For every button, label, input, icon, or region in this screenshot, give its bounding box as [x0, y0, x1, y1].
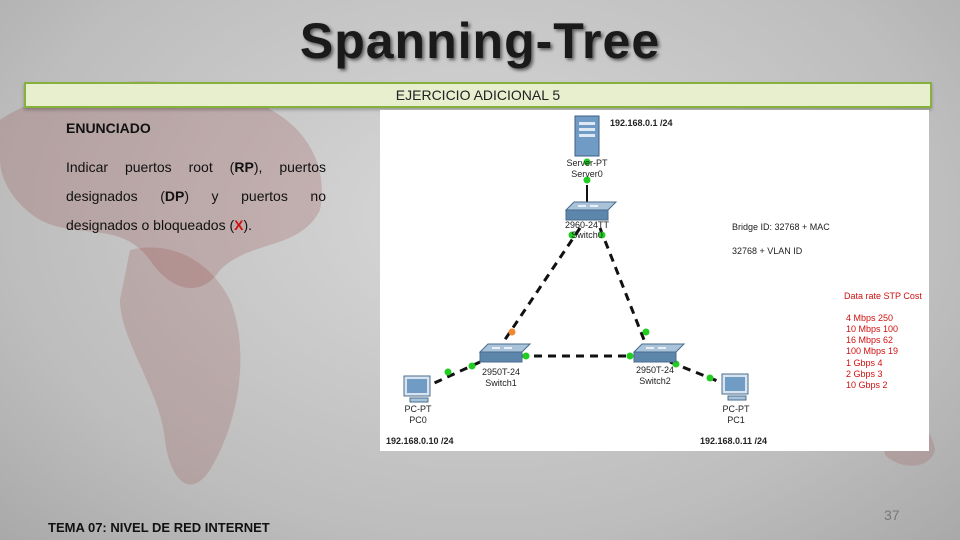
switch1-icon[interactable]	[478, 343, 532, 363]
link-light	[522, 352, 530, 360]
link-switch1-pc0	[429, 360, 481, 387]
link-light	[444, 368, 452, 376]
statement-text: Indicar puertos root (RP), puertos desig…	[66, 153, 326, 240]
pc1-ip: 192.168.0.11 /24	[700, 436, 767, 446]
link-light	[706, 374, 714, 382]
pc0-ip: 192.168.0.10 /24	[386, 436, 454, 446]
pc1-icon[interactable]	[721, 373, 749, 401]
blocked-port-abbrev: X	[234, 217, 244, 233]
cost-row: 100 Mbps 19	[846, 346, 898, 356]
exercise-banner: EJERCICIO ADICIONAL 5	[24, 82, 932, 108]
link-light	[598, 231, 606, 239]
switch0-model: 2960-24TT	[565, 220, 610, 230]
switch2-model: 2950T-24	[636, 365, 674, 375]
pc0-icon[interactable]	[403, 375, 431, 403]
cost-row: 10 Gbps 2	[846, 380, 888, 390]
switch1-name: Switch1	[485, 378, 517, 388]
network-diagram-svg: 192.168.0.1 /24 Server-PT Server0 2960-2…	[386, 115, 922, 446]
vlan-id-note: 32768 + VLAN ID	[732, 246, 803, 256]
cost-table-title: Data rate STP Cost	[844, 291, 922, 301]
cost-row: 4 Mbps 250	[846, 313, 893, 323]
slide-title: Spanning-Tree	[299, 13, 661, 69]
cost-row: 16 Mbps 62	[846, 335, 893, 345]
server-type: Server-PT	[566, 158, 608, 168]
statement-part-1: Indicar puertos root (	[66, 159, 235, 175]
root-port-abbrev: RP	[234, 159, 254, 175]
link-light	[642, 328, 650, 336]
statement-heading: ENUNCIADO	[66, 120, 151, 136]
pc1-type: PC-PT	[723, 404, 751, 414]
page-number: 37	[884, 507, 900, 523]
statement-part-4: ).	[243, 217, 253, 233]
link-switch0-switch1	[496, 227, 582, 351]
pc0-name: PC0	[409, 415, 427, 425]
network-diagram: 192.168.0.1 /24 Server-PT Server0 2960-2…	[380, 110, 929, 451]
switch2-icon[interactable]	[632, 343, 686, 363]
link-light	[568, 231, 576, 239]
link-switch0-switch2	[598, 227, 650, 351]
cost-row: 2 Gbps 3	[846, 369, 883, 379]
footer-topic: TEMA 07: NIVEL DE RED INTERNET	[48, 520, 270, 535]
link-light-blocking	[508, 328, 516, 336]
designated-port-abbrev: DP	[164, 188, 185, 204]
link-light	[583, 158, 591, 166]
switch1-model: 2950T-24	[482, 367, 520, 377]
switch0-name: Switch0	[571, 230, 603, 240]
statement-part-2: ), puertos designados (	[66, 159, 327, 204]
link-light	[583, 176, 591, 184]
link-light	[468, 362, 476, 370]
server-icon[interactable]	[574, 115, 600, 157]
cost-row: 10 Mbps 100	[846, 324, 898, 334]
link-light	[626, 352, 634, 360]
pc0-type: PC-PT	[405, 404, 433, 414]
server-name: Server0	[571, 169, 603, 179]
cost-row: 1 Gbps 4	[846, 358, 883, 368]
pc1-name: PC1	[727, 415, 745, 425]
switch0-icon[interactable]	[564, 201, 618, 221]
server-ip: 192.168.0.1 /24	[610, 118, 673, 128]
bridge-id-note: Bridge ID: 32768 + MAC	[732, 222, 830, 232]
statement-part-3: ) y puertos no designados o bloqueados (	[66, 188, 326, 233]
switch2-name: Switch2	[639, 376, 671, 386]
